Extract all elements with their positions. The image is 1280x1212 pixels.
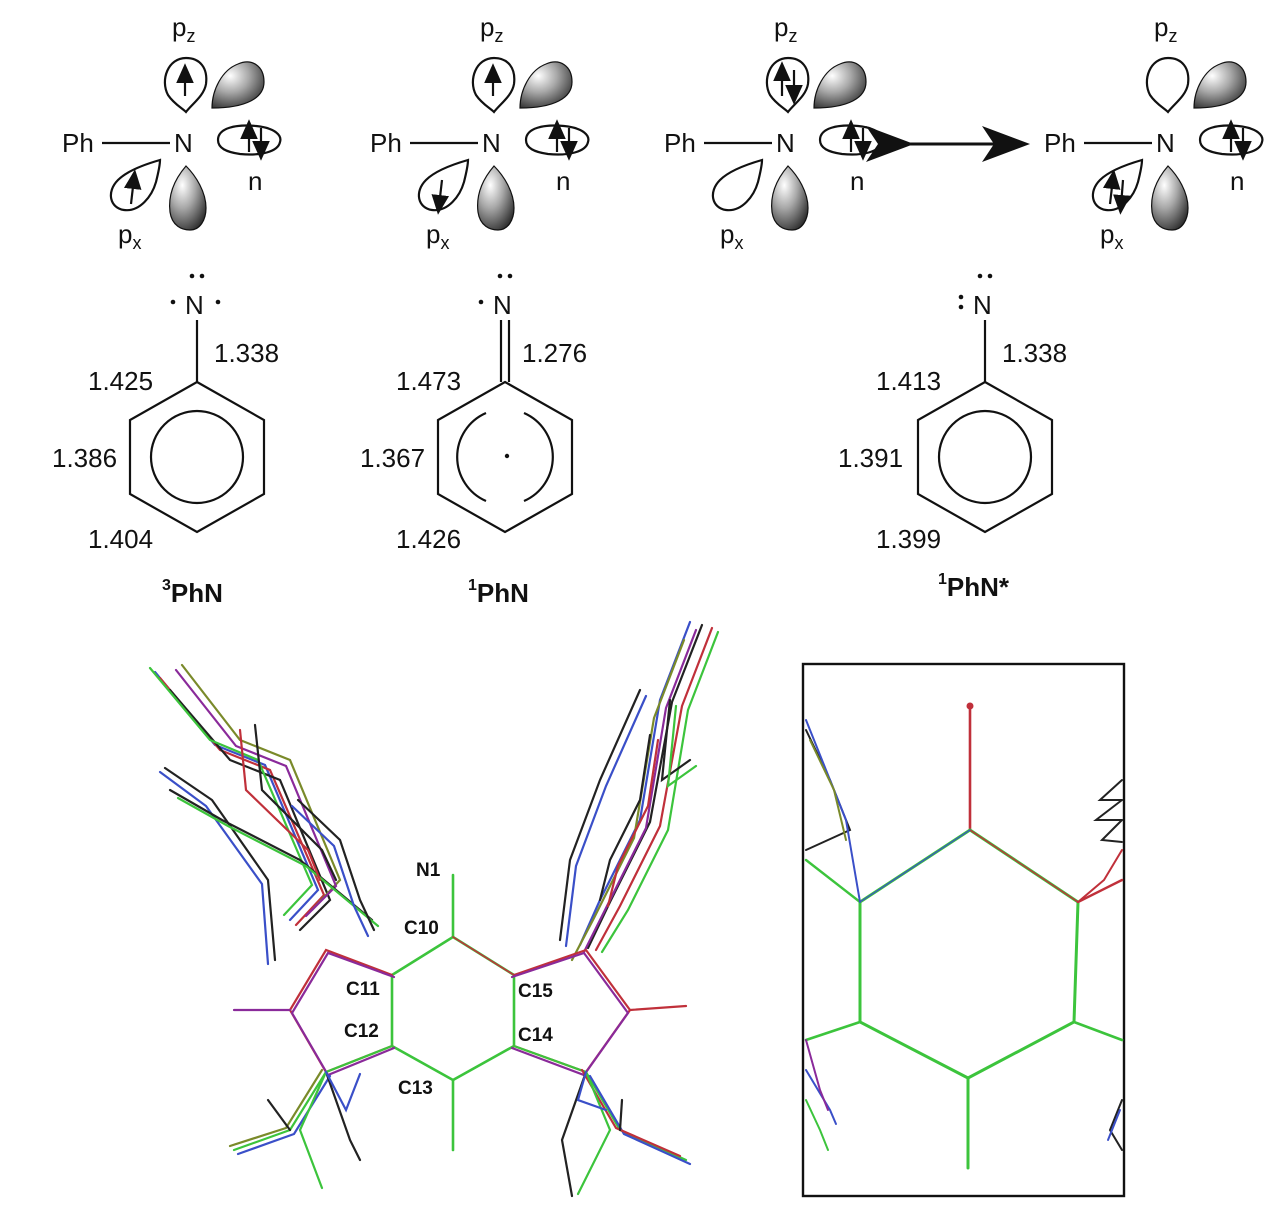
bond-a: 1.473 <box>396 366 461 396</box>
nitrogen-atom: N <box>973 290 992 320</box>
px-lobe <box>711 158 764 212</box>
fused-rings <box>232 948 688 1077</box>
orbital-diagram-closed-pz: pz Ph N n px <box>664 12 884 253</box>
nitrogen-atom: N <box>185 290 204 320</box>
atom-label-c10: C10 <box>404 918 439 939</box>
px-subscript: x <box>1114 233 1123 253</box>
pz-subscript: z <box>186 26 195 46</box>
structure-spin: 1 <box>938 571 947 588</box>
atom-label-c11: C11 <box>346 979 380 1000</box>
pz-label: p <box>172 12 186 42</box>
lobe-shaded-lower <box>169 165 207 231</box>
atom-label-c12: C12 <box>344 1021 379 1042</box>
n-atom-label: N <box>174 128 193 158</box>
n-label: n <box>850 166 864 196</box>
atom-label-c15: C15 <box>518 981 553 1002</box>
pz-label: p <box>774 12 788 42</box>
structure-triplet: N 1.338 1.425 1.386 1.404 3PhN <box>52 273 279 608</box>
pz-subscript: z <box>494 26 503 46</box>
ph-label: Ph <box>62 128 94 158</box>
structure-name: PhN* <box>947 572 1010 602</box>
px-label: p <box>118 219 132 249</box>
svg-text:pz: pz <box>480 12 503 46</box>
nitrogen-atom: N <box>493 290 512 320</box>
structure-spin: 1 <box>468 577 477 594</box>
lobe-shaded-lower <box>477 165 515 231</box>
px-lobe <box>109 158 162 212</box>
px-subscript: x <box>734 233 743 253</box>
n-atom-label: N <box>776 128 795 158</box>
n-atom-label: N <box>482 128 501 158</box>
ph-label: Ph <box>370 128 402 158</box>
svg-text:pz: pz <box>774 12 797 46</box>
bond-c: 1.399 <box>876 524 941 554</box>
orbital-diagram-closed-px: pz Ph N n px <box>1044 12 1264 253</box>
n-label: n <box>1230 166 1244 196</box>
lobe-shaded-lower <box>771 165 809 231</box>
svg-text:pz: pz <box>1154 12 1177 46</box>
overlay-wireframe: N1 C10 C11 C12 C13 C14 C15 <box>148 620 720 1198</box>
bond-b: 1.367 <box>360 443 425 473</box>
pz-lobe <box>1145 56 1190 114</box>
right-aryl-bundle <box>558 620 720 962</box>
lobe-shaded-upper <box>519 61 573 109</box>
svg-text:pz: pz <box>172 12 195 46</box>
n-atom-label: N <box>1156 128 1175 158</box>
px-subscript: x <box>440 233 449 253</box>
orbital-diagram-triplet: pz Ph N n px <box>62 12 282 253</box>
bond-cn: 1.276 <box>522 338 587 368</box>
structure-name: PhN <box>477 578 529 608</box>
bond-b: 1.386 <box>52 443 117 473</box>
lobe-shaded-upper <box>211 61 265 109</box>
pz-subscript: z <box>1168 26 1177 46</box>
svg-text:3PhN: 3PhN <box>162 577 223 608</box>
svg-text:1PhN*: 1PhN* <box>938 571 1010 602</box>
svg-text:px: px <box>720 219 743 253</box>
left-aryl-bundle <box>148 663 380 966</box>
n-label: n <box>556 166 570 196</box>
bond-c: 1.426 <box>396 524 461 554</box>
pz-label: p <box>480 12 494 42</box>
structure-singlet-star: N 1.338 1.413 1.391 1.399 1PhN* <box>838 273 1067 602</box>
bond-cn: 1.338 <box>1002 338 1067 368</box>
bond-a: 1.425 <box>88 366 153 396</box>
px-subscript: x <box>132 233 141 253</box>
bond-a: 1.413 <box>876 366 941 396</box>
ph-label: Ph <box>1044 128 1076 158</box>
px-label: p <box>720 219 734 249</box>
benzene-ring <box>916 380 1054 534</box>
structure-name: PhN <box>171 578 223 608</box>
bond-c: 1.404 <box>88 524 153 554</box>
lobe-shaded-upper <box>1193 61 1247 109</box>
n-label: n <box>248 166 262 196</box>
svg-text:1PhN: 1PhN <box>468 577 529 608</box>
lower-substituents <box>228 1068 692 1198</box>
bond-b: 1.391 <box>838 443 903 473</box>
atom-label-c14: C14 <box>518 1025 553 1046</box>
px-lobe <box>417 158 470 212</box>
pz-subscript: z <box>788 26 797 46</box>
svg-text:px: px <box>426 219 449 253</box>
px-label: p <box>1100 219 1114 249</box>
atom-label-c13: C13 <box>398 1078 433 1099</box>
lobe-shaded-upper <box>813 61 867 109</box>
pz-lobe <box>765 56 810 114</box>
svg-text:px: px <box>1100 219 1123 253</box>
benzene-ring <box>128 380 266 534</box>
svg-text:px: px <box>118 219 141 253</box>
ph-label: Ph <box>664 128 696 158</box>
structure-singlet: N 1.276 1.473 1.367 1.426 1PhN <box>360 273 587 608</box>
pz-label: p <box>1154 12 1168 42</box>
bond-cn: 1.338 <box>214 338 279 368</box>
atom-label-n1: N1 <box>416 860 441 881</box>
inset-panel <box>801 662 1126 1198</box>
lobe-shaded-lower <box>1151 165 1189 231</box>
orbital-diagram-singlet: pz Ph N n px <box>370 12 590 253</box>
px-label: p <box>426 219 440 249</box>
central-ring <box>390 873 516 1152</box>
px-lobe <box>1091 158 1144 212</box>
benzene-ring <box>436 380 574 534</box>
structure-spin: 3 <box>162 577 171 594</box>
